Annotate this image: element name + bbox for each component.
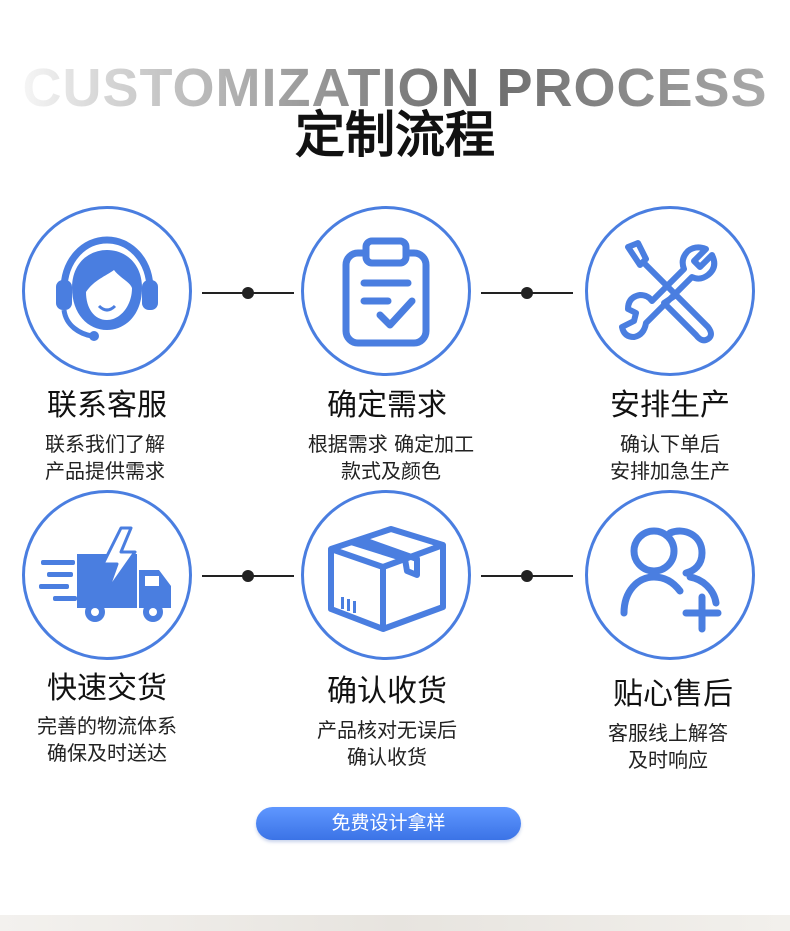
step-2-desc: 根据需求 确定加工 款式及颜色: [271, 431, 511, 485]
step-2-circle: [301, 206, 471, 376]
step-2-title: 确定需求: [327, 388, 447, 423]
step-4-circle: [22, 490, 192, 660]
step-5-desc-line-1: 产品核对无误后: [317, 718, 457, 742]
step-1-circle: [22, 206, 192, 376]
step-6-desc: 客服线上解答 及时响应: [548, 720, 788, 774]
connector-1-2: [202, 287, 294, 299]
step-1-title: 联系客服: [47, 388, 167, 423]
connector-5-6: [481, 570, 573, 582]
step-4-desc-line-1: 完善的物流体系: [37, 714, 177, 738]
step-1-desc-line-2: 产品提供需求: [45, 459, 165, 483]
connector-dot: [521, 287, 533, 299]
connector-2-3: [481, 287, 573, 299]
step-1-desc: 联系我们了解 产品提供需求: [0, 431, 225, 485]
step-5-desc: 产品核对无误后 确认收货: [267, 717, 507, 771]
header-title-en: CUSTOMIZATION PROCESS: [0, 58, 790, 118]
connector-4-5: [202, 570, 294, 582]
bottom-decor-strip: [0, 915, 790, 931]
step-4-desc-line-2: 确保及时送达: [47, 741, 167, 765]
free-sample-button[interactable]: 免费设计拿样: [256, 807, 521, 840]
step-6-title: 贴心售后: [613, 677, 733, 712]
delivery-truck-icon: [39, 526, 171, 622]
tools-icon: [619, 240, 718, 344]
user-add-icon: [620, 527, 722, 633]
step-3-desc-line-1: 确认下单后: [620, 432, 720, 456]
step-1-desc-line-1: 联系我们了解: [45, 432, 165, 456]
header-title-cn: 定制流程: [295, 106, 495, 164]
connector-dot: [242, 570, 254, 582]
step-3-desc-line-2: 安排加急生产: [610, 459, 730, 483]
connector-dot: [521, 570, 533, 582]
step-2-desc-line-1: 根据需求 确定加工: [307, 432, 475, 456]
step-3-desc: 确认下单后 安排加急生产: [550, 431, 790, 485]
step-3-circle: [585, 206, 755, 376]
step-6-circle: [585, 490, 755, 660]
step-4-title: 快速交货: [47, 671, 167, 706]
step-3-title: 安排生产: [610, 388, 730, 423]
step-4-desc: 完善的物流体系 确保及时送达: [0, 713, 227, 767]
step-6-desc-line-1: 客服线上解答: [608, 721, 728, 745]
step-5-title: 确认收货: [327, 674, 447, 709]
step-6-desc-line-2: 及时响应: [628, 748, 708, 772]
headset-agent-icon: [56, 236, 158, 341]
step-5-desc-line-2: 确认收货: [347, 745, 427, 769]
step-2-desc-line-2: 款式及颜色: [341, 459, 441, 483]
connector-dot: [242, 287, 254, 299]
package-box-icon: [328, 526, 446, 632]
step-5-circle: [301, 490, 471, 660]
clipboard-check-icon: [342, 237, 430, 347]
